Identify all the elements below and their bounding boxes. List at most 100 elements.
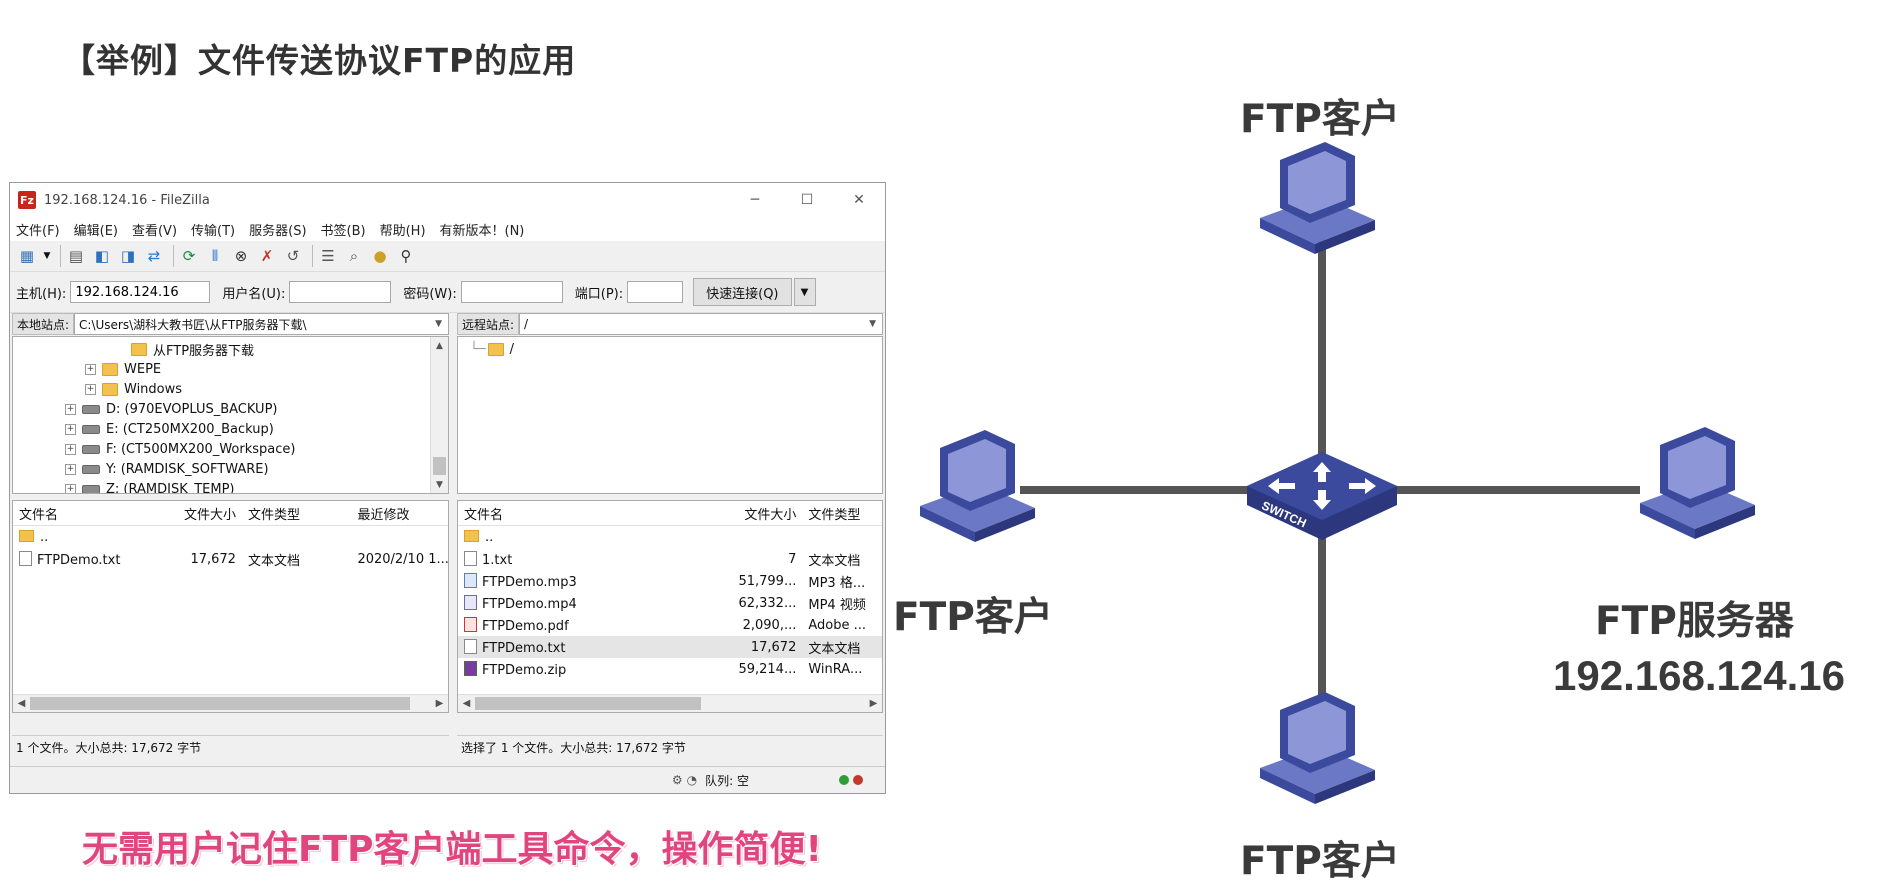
file-row[interactable]: 1.txt 7 文本文档 (458, 548, 882, 570)
user-input[interactable] (289, 281, 392, 303)
file-row[interactable]: .. (13, 526, 448, 548)
speed-limit-icon[interactable]: ◔ (686, 773, 698, 787)
message-log-icon[interactable]: ▤ (68, 247, 84, 265)
column-header-name[interactable]: 文件名 (19, 507, 59, 523)
remote-site-bar: 远程站点: / ▼ (457, 313, 883, 335)
menu-view[interactable]: 查看(V) (131, 223, 178, 239)
reconnect-icon[interactable]: ↺ (286, 247, 300, 265)
file-row[interactable]: FTPDemo.txt 17,672 文本文档 2020/2/10 1... (13, 548, 448, 570)
file-name: FTPDemo.txt (482, 640, 566, 656)
transfer-queue-icon[interactable]: ⇄ (147, 247, 161, 265)
file-row[interactable]: FTPDemo.pdf 2,090,... Adobe ... (458, 614, 882, 636)
compare-icon[interactable]: ⌕ (349, 247, 359, 265)
server-label: FTP服务器 (1595, 599, 1794, 644)
tree-item[interactable]: 从FTP服务器下载 (13, 339, 448, 359)
scroll-up-icon[interactable]: ▲ (436, 340, 443, 351)
quickconnect-button[interactable]: 快速连接(Q) (693, 278, 792, 306)
minimize-button[interactable]: ─ (750, 192, 760, 208)
scroll-down-icon[interactable]: ▼ (436, 479, 443, 490)
expand-icon[interactable]: + (85, 383, 96, 395)
folder-icon (487, 342, 504, 356)
column-header-size[interactable]: 文件大小 (744, 507, 797, 523)
maximize-button[interactable]: ☐ (800, 192, 814, 208)
scroll-thumb[interactable] (30, 697, 410, 710)
remote-site-path[interactable]: / ▼ (519, 313, 883, 335)
tree-item[interactable]: + Windows (13, 379, 448, 399)
expand-icon[interactable]: + (65, 443, 76, 455)
chevron-down-icon: ▼ (869, 319, 876, 329)
switch-top (1247, 452, 1397, 520)
menu-edit[interactable]: 编辑(E) (73, 223, 118, 239)
computer-bottom-icon (1260, 692, 1375, 804)
filezilla-window: Fz 192.168.124.16 - FileZilla ─ ☐ ✕ 文件(F… (9, 182, 886, 794)
folder-icon (131, 342, 147, 356)
remote-tree-icon[interactable]: ◨ (120, 247, 136, 265)
local-tree-icon[interactable]: ◧ (94, 247, 110, 265)
switch-icon: SWITCH (1247, 452, 1397, 540)
column-header-type[interactable]: 文件类型 (808, 507, 861, 523)
client-label-bottom: FTP客户 (1240, 839, 1400, 884)
directory-listing-filter-icon[interactable]: ☰ (321, 247, 335, 265)
menu-file[interactable]: 文件(F) (16, 223, 60, 239)
disconnect-icon[interactable]: ✗ (260, 247, 274, 265)
settings-gear-icon[interactable]: ⚙ (671, 773, 683, 787)
tree-item[interactable]: └─ / (458, 337, 882, 359)
tree-item[interactable]: + Z: (RAMDISK_TEMP) (13, 479, 448, 494)
tree-item-label: / (509, 341, 515, 357)
menu-help[interactable]: 帮助(H) (379, 223, 426, 239)
dropdown-arrow-icon[interactable]: ▼ (43, 251, 51, 261)
scroll-right-icon[interactable]: ▶ (869, 698, 878, 709)
expand-icon[interactable]: + (65, 403, 76, 415)
menu-new-version[interactable]: 有新版本！(N) (439, 223, 525, 239)
expand-icon[interactable]: + (65, 483, 76, 494)
sync-browse-icon[interactable]: ● (373, 247, 387, 265)
client-label-top: FTP客户 (1240, 97, 1400, 142)
column-header-name[interactable]: 文件名 (464, 507, 504, 523)
tree-item[interactable]: + D: (970EVOPLUS_BACKUP) (13, 399, 448, 419)
close-button[interactable]: ✕ (853, 192, 865, 208)
file-row-selected[interactable]: FTPDemo.txt 17,672 文本文档 (458, 636, 882, 658)
local-site-path[interactable]: C:\Users\湖科大教书匠\从FTP服务器下载\ ▼ (74, 313, 449, 335)
scroll-thumb[interactable] (433, 457, 446, 475)
menu-server[interactable]: 服务器(S) (249, 223, 307, 239)
search-remote-icon[interactable]: ⚲ (400, 247, 412, 265)
tree-item[interactable]: + Y: (RAMDISK_SOFTWARE) (13, 459, 448, 479)
scroll-left-icon[interactable]: ◀ (17, 698, 26, 709)
file-row[interactable]: FTPDemo.mp4 62,332... MP4 视频 (458, 592, 882, 614)
host-input[interactable] (70, 281, 211, 303)
local-file-hscrollbar[interactable]: ◀ ▶ (13, 694, 448, 712)
site-manager-icon[interactable]: ▦ (19, 247, 35, 265)
port-input[interactable] (627, 281, 684, 303)
scroll-left-icon[interactable]: ◀ (462, 698, 471, 709)
tree-item[interactable]: + WEPE (13, 359, 448, 379)
column-header-type[interactable]: 文件类型 (247, 507, 300, 523)
pdf-file-icon (464, 616, 477, 632)
refresh-icon[interactable]: ⟳ (182, 247, 196, 265)
file-row[interactable]: .. (458, 526, 882, 548)
process-queue-icon[interactable]: ⫴ (211, 247, 219, 265)
file-size: 17,672 (750, 639, 797, 655)
expand-icon[interactable]: + (65, 423, 76, 435)
password-input[interactable] (460, 281, 563, 303)
menu-bookmarks[interactable]: 书签(B) (320, 223, 366, 239)
remote-file-hscrollbar[interactable]: ◀ ▶ (458, 694, 882, 712)
expand-icon[interactable]: + (85, 363, 96, 375)
tree-item-label: Y: (RAMDISK_SOFTWARE) (106, 461, 269, 477)
local-tree-scrollbar[interactable]: ▲ ▼ (430, 337, 448, 493)
red-led-icon (853, 775, 863, 785)
menu-transfer[interactable]: 传输(T) (191, 223, 236, 239)
folder-icon (102, 382, 118, 396)
quickconnect-dropdown-icon[interactable]: ▼ (793, 278, 816, 306)
expand-icon[interactable]: + (65, 463, 76, 475)
file-row[interactable]: FTPDemo.zip 59,214... WinRA... (458, 658, 882, 680)
drive-icon (82, 404, 100, 414)
tree-item[interactable]: + F: (CT500MX200_Workspace) (13, 439, 448, 459)
slide-tagline: 无需用户记住FTP客户端工具命令，操作简便! (82, 829, 822, 870)
column-header-modified[interactable]: 最近修改 (357, 507, 410, 523)
tree-item[interactable]: + E: (CT250MX200_Backup) (13, 419, 448, 439)
cancel-icon[interactable]: ⊗ (234, 247, 248, 265)
file-row[interactable]: FTPDemo.mp3 51,799... MP3 格... (458, 570, 882, 592)
column-header-size[interactable]: 文件大小 (183, 507, 236, 523)
scroll-thumb[interactable] (475, 697, 701, 710)
scroll-right-icon[interactable]: ▶ (435, 698, 444, 709)
